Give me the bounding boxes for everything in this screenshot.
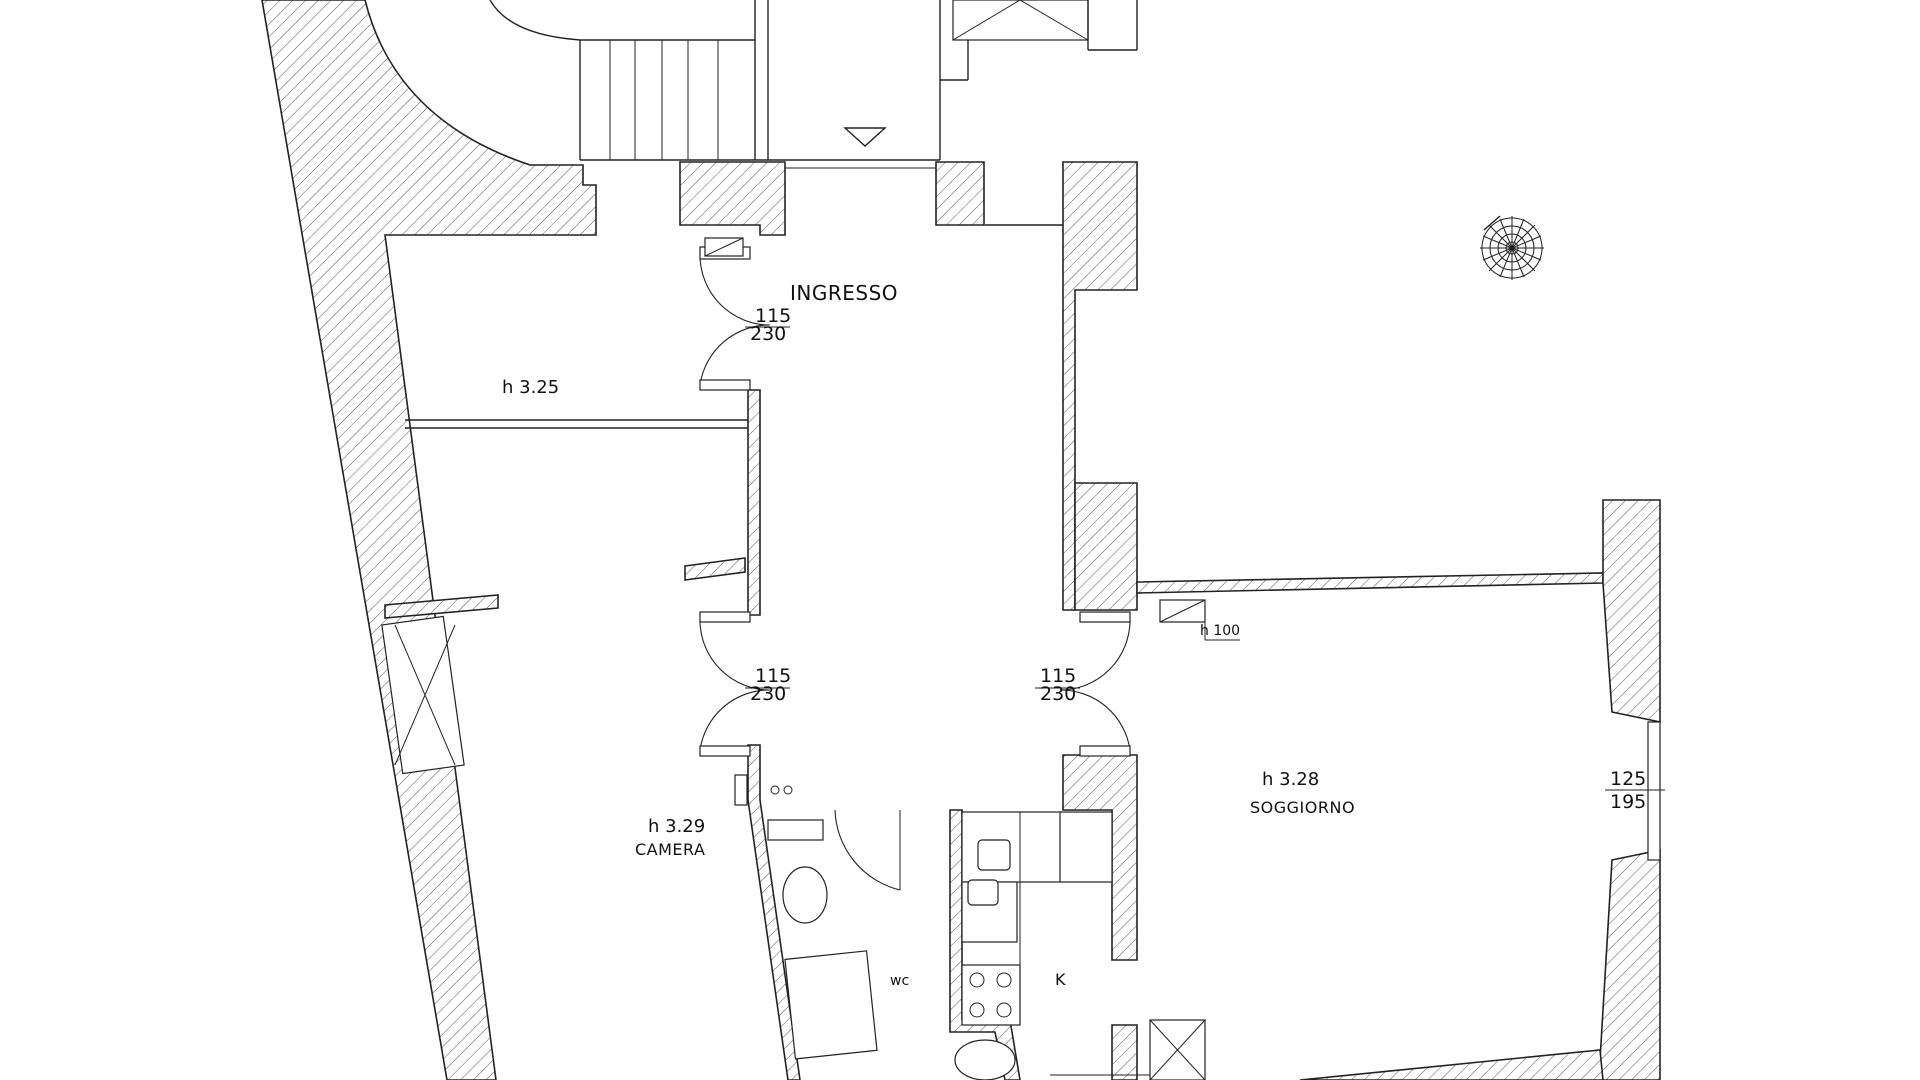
wall-partition-left	[747, 389, 761, 616]
door-width-ingresso: 115	[755, 305, 791, 327]
window-left-box	[381, 615, 465, 775]
stairs	[489, 0, 1138, 169]
wall-ingresso-right-pier	[1062, 161, 1138, 611]
room-label-wc: wc	[890, 973, 909, 989]
walls	[261, 0, 1661, 1080]
door-width-soggiorno: 115	[1040, 665, 1076, 687]
room-label-ingresso: INGRESSO	[790, 281, 898, 305]
stair-curve	[489, 0, 756, 41]
wall-camera-stub	[384, 594, 499, 619]
room-label-camera: CAMERA	[635, 840, 705, 859]
compass-rose-icon	[1480, 215, 1544, 280]
room-label-kitchen: K	[1055, 970, 1066, 989]
window-height-soggiorno: 195	[1610, 791, 1646, 813]
door-width-camera: 115	[755, 665, 791, 687]
wall-soggiorno-right-upper	[1602, 499, 1661, 723]
wall-top-right-entrance	[935, 161, 985, 226]
room-label-soggiorno: SOGGIORNO	[1250, 798, 1355, 817]
partitions	[381, 224, 1240, 1080]
wall-small-stub	[684, 557, 746, 581]
wall-ingresso-right-lower	[1074, 482, 1138, 611]
window-width-soggiorno: 125	[1610, 768, 1646, 790]
door-swings	[699, 237, 1661, 891]
wall-top-left-entrance	[679, 161, 786, 236]
hob-icon	[961, 964, 1021, 1026]
shower-tray-icon	[784, 950, 878, 1060]
height-label-camera: h 3.29	[648, 816, 705, 837]
wall-kitchen-bottom-right	[1111, 1024, 1138, 1080]
door-height-ingresso: 230	[750, 323, 786, 345]
height-label-radiator: h 100	[1200, 623, 1240, 639]
washbasin-icon	[782, 866, 828, 924]
door-height-camera: 230	[750, 683, 786, 705]
door-height-soggiorno: 230	[1040, 683, 1076, 705]
wall-soggiorno-right-lower	[1599, 849, 1661, 1080]
entrance-arrow-icon	[843, 127, 887, 147]
wall-kitchen-right	[1062, 754, 1138, 961]
wall-soggiorno-bottom	[1299, 1049, 1604, 1080]
height-label-soggiorno: h 3.28	[1262, 769, 1319, 790]
wall-soggiorno-top	[1136, 572, 1604, 594]
wall-wc-left	[747, 744, 801, 1080]
wall-left-outer	[261, 0, 597, 1080]
labels: INGRESSO h 3.25 115 230 115 230 115 230 …	[502, 281, 1665, 989]
height-label-left-room: h 3.25	[502, 377, 559, 398]
